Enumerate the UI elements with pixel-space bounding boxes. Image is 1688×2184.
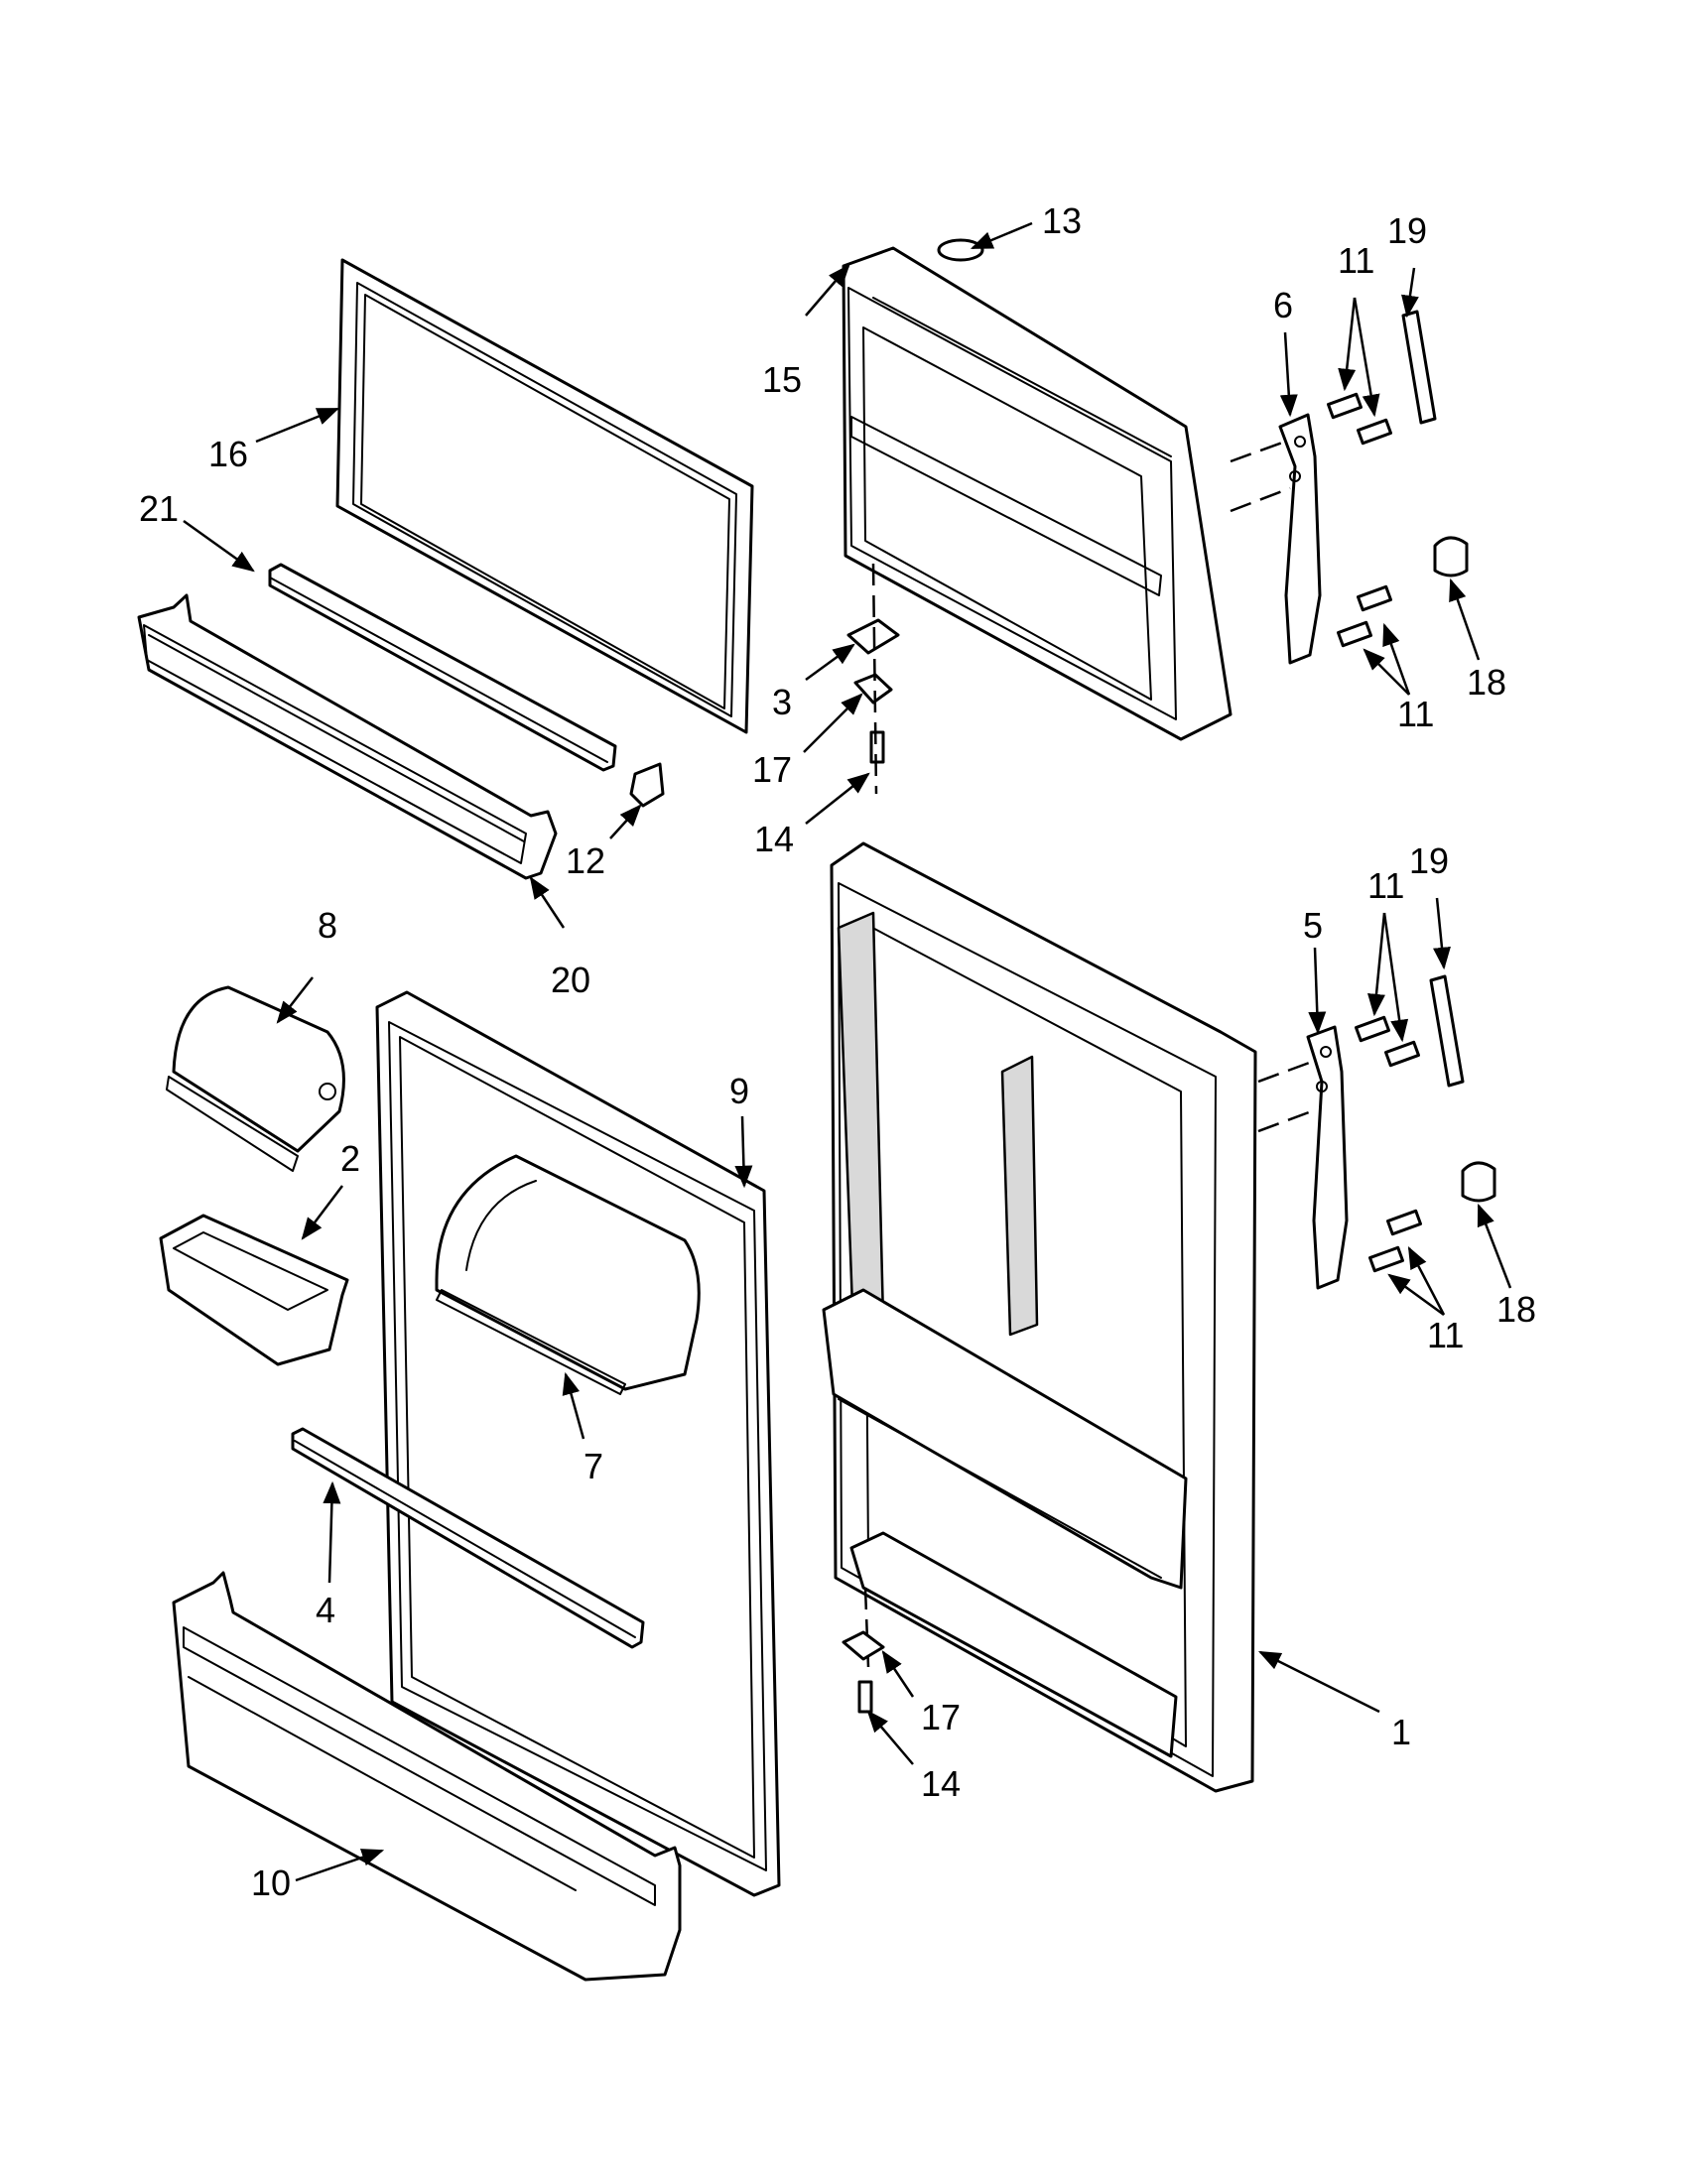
callout-13: 13 <box>1042 200 1082 241</box>
callout-14: 14 <box>754 819 794 859</box>
callout-6: 6 <box>1273 285 1293 325</box>
callout-2: 2 <box>340 1138 360 1179</box>
freezer-door-gasket <box>335 258 754 734</box>
callout-19: 19 <box>1387 210 1427 251</box>
callout-10: 10 <box>251 1863 291 1903</box>
callout-4: 4 <box>316 1590 335 1630</box>
callout-16: 16 <box>208 434 248 474</box>
dairy-bin <box>159 1214 349 1366</box>
callout-18: 18 <box>1496 1289 1536 1330</box>
callout-20: 20 <box>551 960 590 1000</box>
callout-17: 17 <box>921 1697 961 1737</box>
callout-11: 11 <box>1427 1315 1464 1355</box>
freezer-door-shelf <box>137 593 558 880</box>
handle-trim-cover-lower <box>1429 974 1465 1088</box>
callout-19: 19 <box>1409 840 1449 881</box>
door-plug <box>937 238 984 262</box>
handle-end-cap-lower <box>1461 1161 1496 1203</box>
callout-11: 11 <box>1397 694 1434 734</box>
fresh-food-door <box>822 841 1257 1793</box>
callout-5: 5 <box>1303 905 1323 946</box>
freezer-handle <box>1278 413 1322 665</box>
callout-8: 8 <box>318 905 337 946</box>
upper-hinge-assembly <box>846 563 900 795</box>
handle-screws-upper <box>1327 392 1392 648</box>
handle-trim-cover-upper <box>1401 310 1437 425</box>
callout-11: 11 <box>1367 865 1404 906</box>
callout-labels: 13 19 11 6 15 16 21 3 17 14 11 18 12 20 … <box>139 200 1536 1903</box>
shelf-end-clip <box>629 762 665 808</box>
callout-7: 7 <box>584 1446 603 1486</box>
callout-11: 11 <box>1338 240 1374 281</box>
handle-end-cap-upper <box>1433 536 1469 578</box>
fresh-food-door-shelf <box>172 1571 682 1982</box>
freezer-door <box>842 246 1233 741</box>
door-bin-with-cover <box>435 1154 701 1395</box>
callout-14: 14 <box>921 1763 961 1804</box>
handle-screws-lower <box>1355 1015 1422 1273</box>
callout-9: 9 <box>729 1071 749 1111</box>
callout-21: 21 <box>139 488 179 529</box>
fresh-food-handle <box>1306 1025 1349 1290</box>
callout-1: 1 <box>1391 1712 1411 1752</box>
callout-12: 12 <box>566 840 605 881</box>
lower-hinge-assembly <box>842 1587 885 1714</box>
callout-3: 3 <box>772 682 792 722</box>
dairy-compartment-door <box>166 985 345 1172</box>
door-shelf-trim <box>291 1427 645 1649</box>
callout-18: 18 <box>1467 662 1506 703</box>
leader-lines <box>183 221 1512 1882</box>
callout-17: 17 <box>752 749 792 790</box>
callout-15: 15 <box>762 359 802 400</box>
freezer-trim-strip <box>268 563 617 772</box>
